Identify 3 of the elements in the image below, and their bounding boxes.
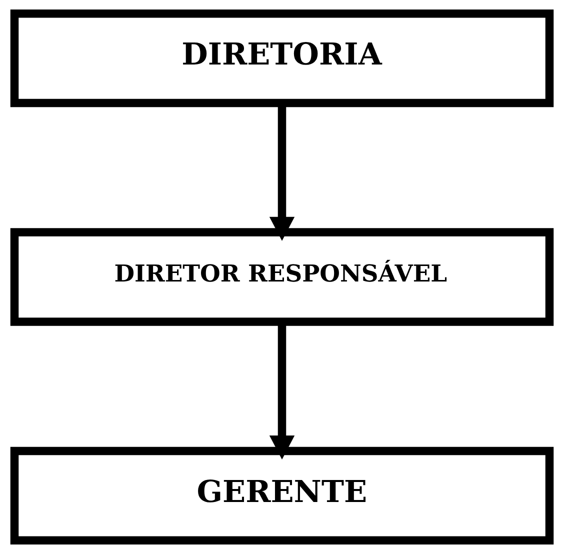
node-box: DIRETORIA (10, 10, 554, 108)
node-box: DIRETOR RESPONSÁVEL (10, 228, 554, 326)
node-box: GERENTE (10, 446, 554, 544)
